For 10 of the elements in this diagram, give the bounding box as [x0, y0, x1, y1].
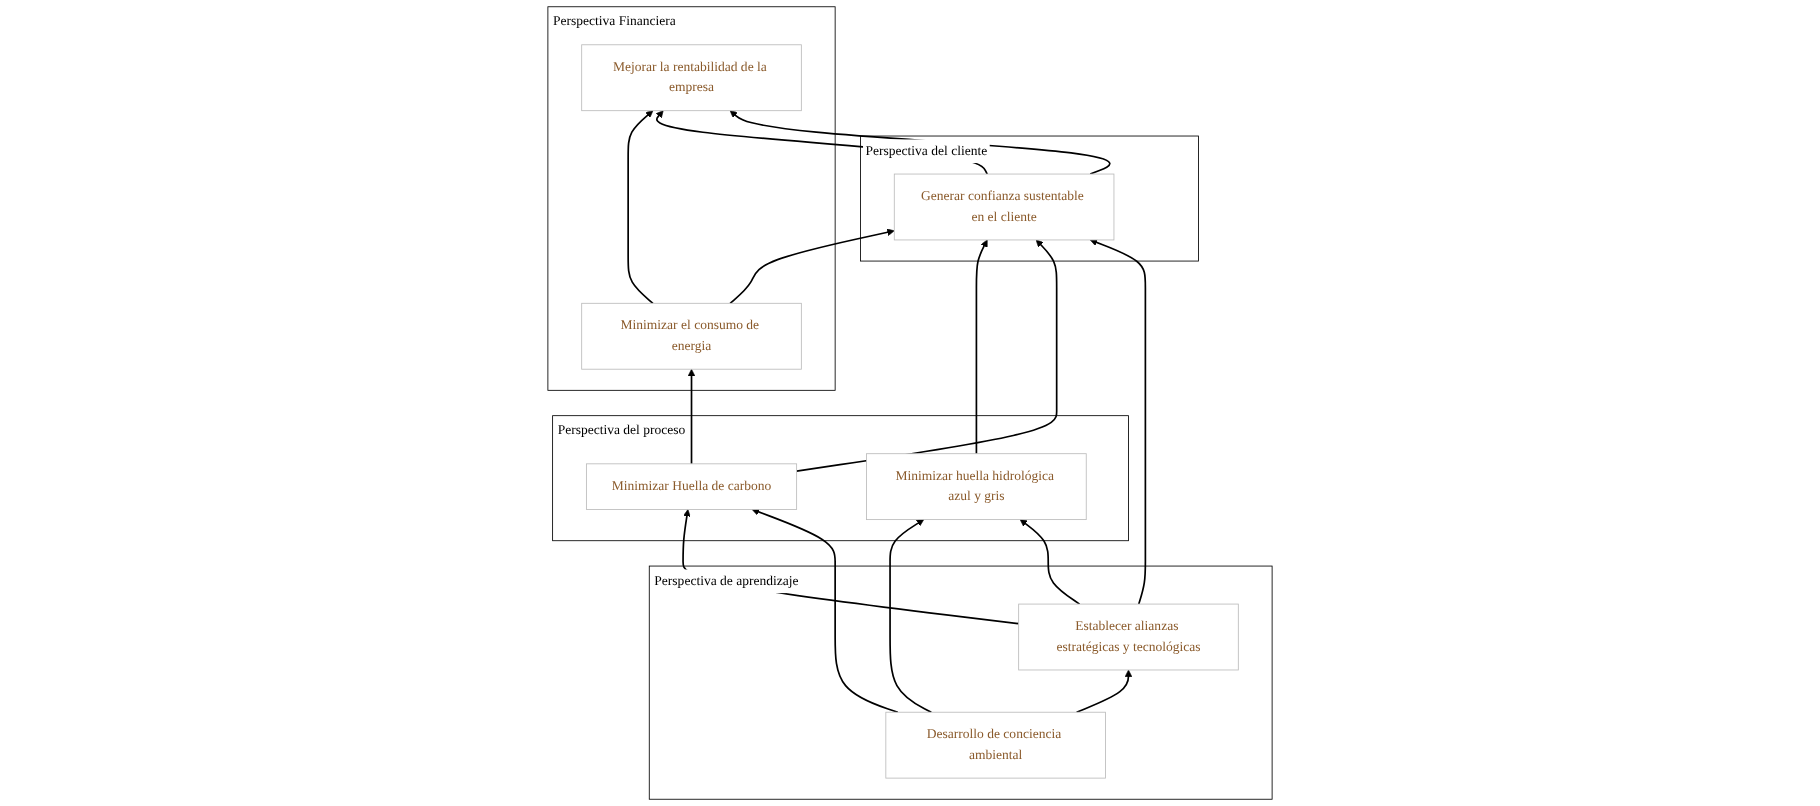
- arrow: [1019, 519, 1081, 605]
- arrow: [751, 508, 899, 714]
- arrow: [889, 519, 933, 714]
- arrow: [687, 368, 696, 465]
- arrow: [627, 110, 654, 305]
- arrow: [975, 239, 988, 455]
- arrow: [729, 228, 895, 305]
- arrow: [795, 239, 1058, 472]
- arrow: [1089, 238, 1147, 605]
- arrow: [1075, 669, 1133, 714]
